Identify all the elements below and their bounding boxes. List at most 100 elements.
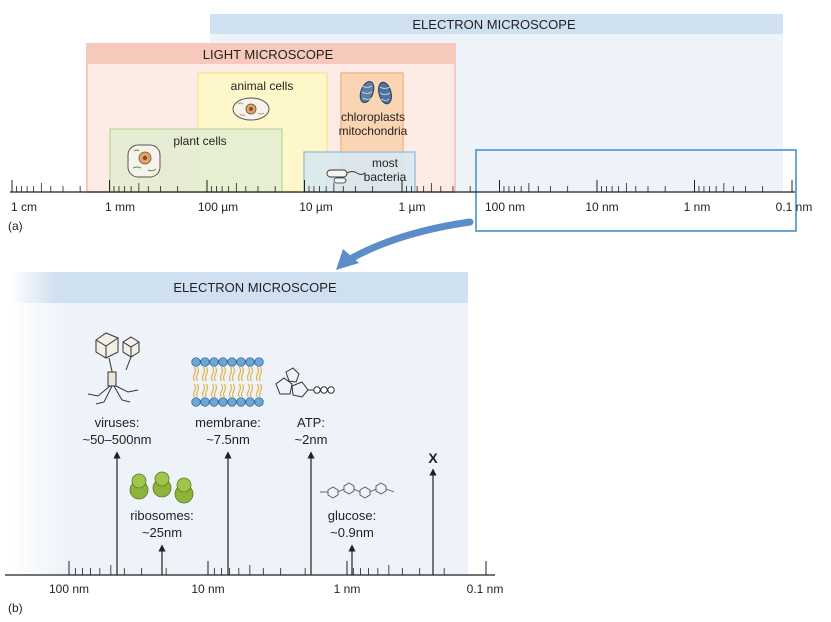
glucose-label: glucose: xyxy=(328,508,376,523)
lipid-tail xyxy=(228,383,233,398)
tick-label-1um: 1 µm xyxy=(399,200,426,214)
lipid-tail xyxy=(222,366,227,382)
lipid-head xyxy=(200,357,210,367)
panel-b-label: (b) xyxy=(8,601,23,615)
lipid-tail xyxy=(258,366,263,382)
lipid-tail xyxy=(249,366,254,382)
virus-icon xyxy=(87,332,140,405)
electron-range-title: ELECTRON MICROSCOPE xyxy=(412,17,576,32)
membrane-size: ~7.5nm xyxy=(206,432,250,447)
bacteria-label-line1: most xyxy=(372,156,399,170)
tick-label-10nm: 10 nm xyxy=(585,200,618,214)
atp-size: ~2nm xyxy=(295,432,328,447)
light-range-title: LIGHT MICROSCOPE xyxy=(203,47,334,62)
ribosomes-icon xyxy=(129,471,194,504)
tick-label-100um: 100 µm xyxy=(198,200,238,214)
lipid-tail xyxy=(219,383,224,398)
lipid-tail xyxy=(246,366,251,382)
lipid-tail xyxy=(213,366,218,382)
tick-label-0-1nm: 0.1 nm xyxy=(776,200,813,214)
tick-label-1cm: 1 cm xyxy=(11,200,37,214)
lipid-tail xyxy=(204,383,209,398)
lipid-tail xyxy=(204,366,209,382)
chloroplast-icon xyxy=(359,80,392,105)
membrane-label: membrane: xyxy=(195,415,261,430)
unknown-x-label: X xyxy=(428,450,438,466)
zoom-arrow xyxy=(336,218,474,270)
lipid-tail xyxy=(195,366,200,382)
lipid-tail xyxy=(231,366,236,382)
lipid-head xyxy=(227,397,237,407)
tick-label-b-0-1nm: 0.1 nm xyxy=(467,582,504,596)
lipid-head xyxy=(191,397,201,407)
tick-label-b-1nm: 1 nm xyxy=(334,582,361,596)
viruses-label: viruses: xyxy=(95,415,140,430)
mitochondria-label: mitochondria xyxy=(339,124,408,138)
animal-cell-icon xyxy=(232,97,270,121)
glucose-size: ~0.9nm xyxy=(330,525,374,540)
lipid-head xyxy=(209,357,219,367)
lipid-tail xyxy=(240,366,245,382)
electron-range-header xyxy=(210,14,783,34)
lipid-tail xyxy=(237,383,242,398)
zoom-selection-box xyxy=(475,149,797,232)
tick-label-10um: 10 µm xyxy=(299,200,333,214)
animal-cells-label: animal cells xyxy=(231,79,294,93)
bacteria-icon xyxy=(326,169,366,184)
lipid-tail xyxy=(219,366,224,382)
atp-icon xyxy=(275,367,335,398)
panel-a-label: (a) xyxy=(8,219,23,233)
ribosomes-label: ribosomes: xyxy=(130,508,194,523)
lipid-tail xyxy=(255,383,260,398)
lipid-tail xyxy=(210,383,215,398)
lipid-head xyxy=(191,357,201,367)
bacteria-label-line2: bacteria xyxy=(364,170,407,184)
membrane-icon xyxy=(191,357,264,407)
chloroplasts-label: chloroplasts xyxy=(341,110,405,124)
lipid-tail xyxy=(228,366,233,382)
electron-zoom-title: ELECTRON MICROSCOPE xyxy=(173,280,337,295)
bacteria-box xyxy=(303,151,416,193)
electron-zoom-header xyxy=(10,272,468,303)
atp-label: ATP: xyxy=(297,415,325,430)
scale-ticks-b xyxy=(68,561,487,575)
light-range-header xyxy=(87,44,455,64)
lipid-head xyxy=(218,397,228,407)
lipid-head xyxy=(254,357,264,367)
lipid-head xyxy=(245,397,255,407)
tick-label-b-10nm: 10 nm xyxy=(191,582,224,596)
lipid-tail xyxy=(249,383,254,398)
tick-label-b-100nm: 100 nm xyxy=(49,582,89,596)
lipid-head xyxy=(218,357,228,367)
lipid-tail xyxy=(255,366,260,382)
lipid-tail xyxy=(213,383,218,398)
lipid-tail xyxy=(237,366,242,382)
lipid-head xyxy=(209,397,219,407)
lipid-head xyxy=(227,357,237,367)
viruses-size: ~50–500nm xyxy=(82,432,151,447)
tick-label-1mm: 1 mm xyxy=(105,200,135,214)
lipid-head xyxy=(236,397,246,407)
lipid-head xyxy=(200,397,210,407)
lipid-tail xyxy=(195,383,200,398)
tick-label-100nm: 100 nm xyxy=(485,200,525,214)
lipid-head xyxy=(236,357,246,367)
plant-cell-icon xyxy=(127,144,161,178)
panel-b: ELECTRON MICROSCOPE xyxy=(5,272,503,615)
electron-zoom-box xyxy=(10,272,468,575)
scale-ticks-a xyxy=(11,180,793,192)
plant-cells-label: plant cells xyxy=(173,134,226,148)
panel-a: ELECTRON MICROSCOPE LIGHT MICROSCOPE ani… xyxy=(8,14,812,233)
lipid-tail xyxy=(201,366,206,382)
lipid-tail xyxy=(210,366,215,382)
lipid-tail xyxy=(246,383,251,398)
lipid-head xyxy=(245,357,255,367)
lipid-tail xyxy=(201,383,206,398)
ribosomes-size: ~25nm xyxy=(142,525,182,540)
lipid-tail xyxy=(192,383,197,398)
lipid-tail xyxy=(192,366,197,382)
lipid-head xyxy=(254,397,264,407)
lipid-tail xyxy=(231,383,236,398)
tick-label-1nm: 1 nm xyxy=(684,200,711,214)
